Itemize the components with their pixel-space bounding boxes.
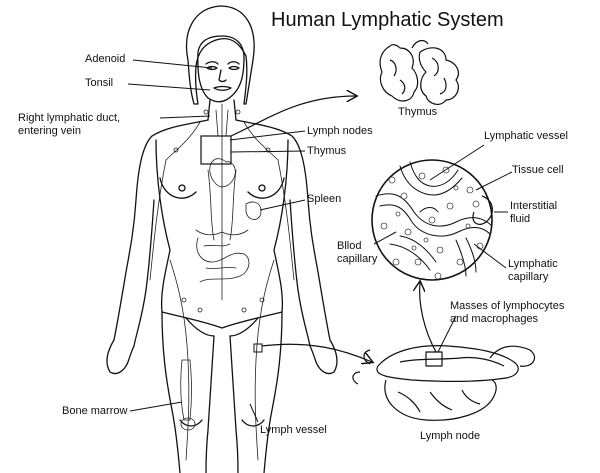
label-masses-of-lymphocytes: Masses of lymphocytes	[450, 300, 565, 312]
label-lymph-vessel: Lymph vessel	[260, 424, 327, 436]
arrow-to-tissue	[420, 282, 437, 353]
diagram-title: Human Lymphatic System	[271, 9, 504, 31]
tissue-detail	[371, 159, 493, 281]
label-tissue-cell: Tissue cell	[512, 164, 564, 176]
human-figure	[106, 5, 338, 473]
label-thymus-detail: Thymus	[398, 106, 438, 118]
lymph-node-detail	[352, 345, 535, 421]
label-right-lymphatic-duct-line2: entering vein	[18, 125, 81, 137]
arrow-to-thymus	[230, 96, 356, 137]
label-thymus-body: Thymus	[307, 145, 347, 157]
label-lymph-nodes: Lymph nodes	[307, 125, 373, 137]
internal-lymphatics	[149, 103, 295, 461]
label-right-lymphatic-duct: Right lymphatic duct,	[18, 112, 121, 124]
leader-lines	[127, 59, 513, 423]
label-lymphatic-capillary: Lymphatic	[508, 258, 558, 270]
label-interstitial-fluid: Interstitial	[510, 200, 558, 212]
label-blood-capillary-line2: capillary	[337, 253, 378, 265]
label-interstitial-fluid-line2: fluid	[510, 213, 531, 225]
label-spleen: Spleen	[307, 193, 342, 205]
label-lymphatic-capillary-line2: capillary	[508, 271, 549, 283]
label-blood-capillary: Bllod	[337, 240, 362, 252]
label-masses-of-lymphocytes-line2: and macrophages	[450, 313, 539, 325]
label-tonsil: Tonsil	[85, 77, 114, 89]
connector-arrows	[230, 96, 437, 362]
thymus-box	[200, 135, 232, 165]
arrow-to-lymph-node	[261, 343, 372, 362]
label-lymphatic-vessel: Lymphatic vessel	[484, 130, 568, 142]
label-lymph-node: Lymph node	[420, 430, 481, 442]
thymus-detail	[379, 39, 459, 105]
lymph-node-marker-box	[253, 343, 263, 353]
label-bone-marrow: Bone marrow	[62, 405, 128, 417]
label-adenoid: Adenoid	[85, 53, 126, 65]
